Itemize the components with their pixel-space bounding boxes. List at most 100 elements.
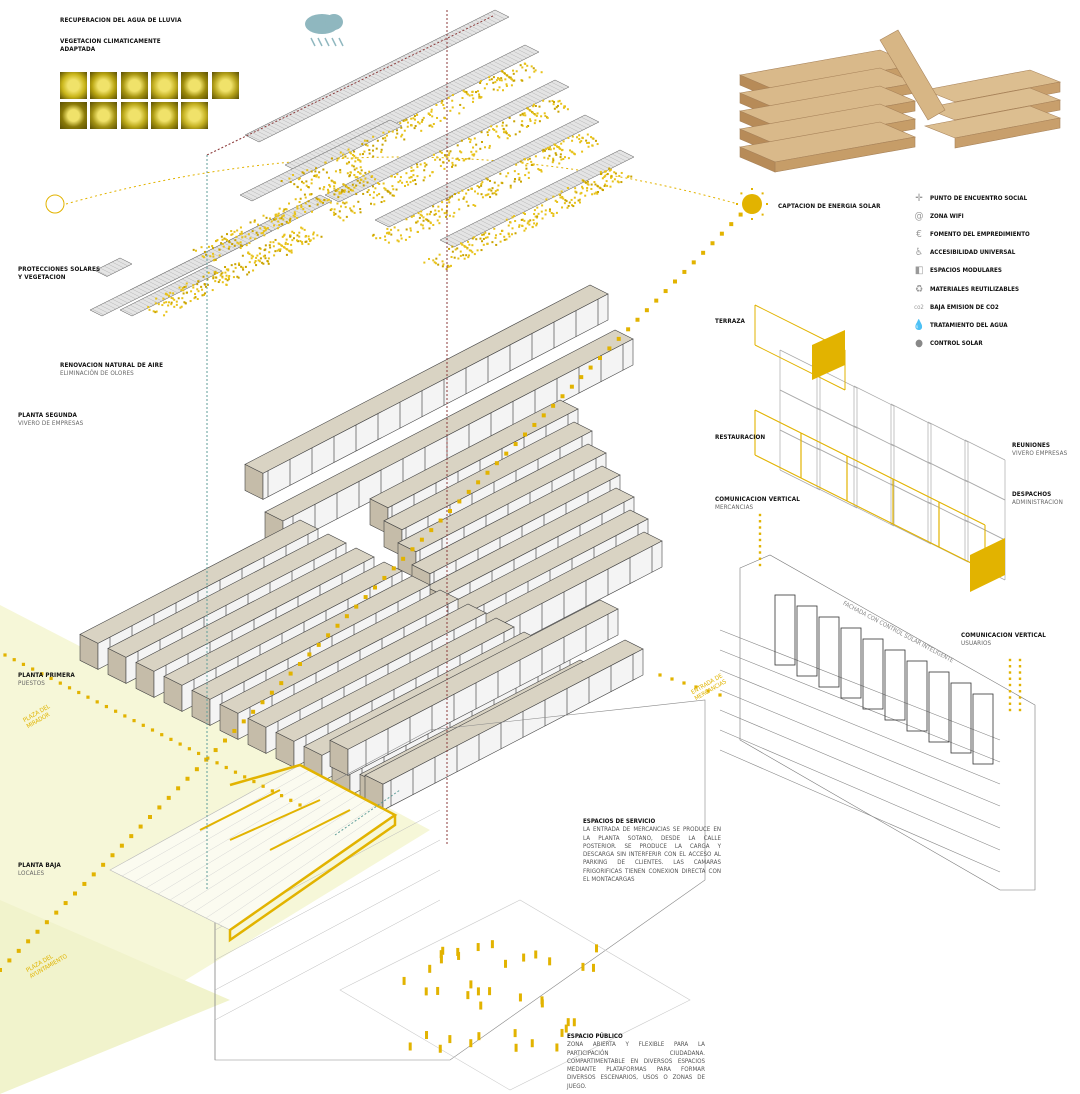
vegetation-dot	[163, 314, 166, 317]
grid-line	[502, 105, 518, 114]
vegetation-dot	[487, 188, 490, 191]
sun-ray	[751, 218, 753, 220]
grid-line	[197, 270, 211, 278]
vegetation-dot	[197, 290, 200, 293]
accent-dotted-path	[476, 480, 481, 485]
vegetation-dot	[457, 198, 460, 201]
vegetation-dot	[560, 102, 563, 105]
vegetation-dot	[306, 169, 309, 172]
vegetation-dot	[334, 189, 337, 192]
vegetation-dot	[172, 292, 175, 295]
rain-drop-icon	[317, 37, 323, 47]
vegetation-dot	[410, 124, 413, 127]
vegetation-dot	[559, 156, 562, 159]
vegetation-dot	[470, 249, 473, 252]
vegetation-dot	[599, 171, 602, 174]
vegetation-dot	[443, 107, 446, 110]
grid-line	[420, 96, 436, 105]
vegetation-dot	[410, 166, 413, 169]
vegetation-dot	[393, 226, 396, 229]
grid-line	[215, 246, 229, 254]
vegetation-dot	[339, 216, 342, 219]
vegetation-dot	[448, 201, 451, 204]
vegetation-dot	[355, 193, 358, 196]
vertical-arrow	[1008, 696, 1012, 699]
vegetation-dot	[389, 192, 392, 195]
vegetation-dot	[184, 285, 187, 288]
accent-dotted-path	[251, 709, 256, 714]
grid-line	[434, 139, 450, 148]
vegetation-dot	[433, 261, 436, 264]
grid-line	[567, 175, 583, 184]
vegetation-dot	[454, 248, 457, 251]
goods-path	[706, 689, 710, 693]
vegetation-dot	[413, 118, 416, 121]
vegetation-dot	[412, 169, 415, 172]
vegetation-dot	[186, 291, 189, 294]
vegetation-dot	[256, 254, 259, 257]
vegetation-dot	[494, 234, 497, 237]
section-slab	[719, 709, 1001, 829]
vegetation-dot	[231, 243, 234, 246]
vegetation-dot	[239, 247, 242, 250]
vegetation-dot	[162, 297, 165, 300]
vegetation-dot	[462, 89, 465, 92]
grid-line	[291, 208, 305, 216]
vegetation-dot	[333, 213, 336, 216]
accent-dotted-path	[279, 794, 284, 798]
vegetation-dot	[362, 174, 365, 177]
accent-dotted-path	[551, 403, 556, 408]
person-figure	[581, 962, 585, 971]
grid-line	[257, 185, 271, 193]
vegetation-dot	[486, 131, 489, 134]
vegetation-dot	[423, 162, 426, 165]
vegetation-dot	[425, 163, 428, 166]
vegetation-dot	[566, 186, 569, 189]
grid-line	[239, 234, 253, 242]
vegetation-dot	[251, 230, 254, 233]
vegetation-dot	[309, 239, 312, 242]
accent-dotted-path	[73, 891, 77, 896]
vegetation-dot	[478, 93, 481, 96]
vegetation-dot	[482, 243, 485, 246]
vegetation-dot	[293, 215, 296, 218]
vegetation-dot	[613, 171, 616, 174]
vegetation-dot	[551, 99, 554, 102]
vegetation-dot	[541, 217, 544, 220]
vegetation-dot	[346, 162, 349, 165]
vegetation-dot	[248, 242, 251, 245]
vegetation-dot	[190, 290, 193, 293]
vegetation-dot	[305, 184, 308, 187]
vegetation-dot	[403, 138, 406, 141]
vegetation-dot	[254, 237, 257, 240]
vegetation-dot	[291, 239, 294, 242]
vegetation-dot	[554, 152, 557, 155]
vegetation-dot	[552, 159, 555, 162]
grid-line	[129, 304, 143, 312]
vegetation-dot	[548, 210, 551, 213]
vegetation-dot	[441, 260, 444, 263]
vegetation-dot	[555, 153, 558, 156]
accent-dotted-path	[382, 575, 387, 580]
vegetation-dot	[239, 232, 242, 235]
grid-line	[179, 264, 193, 272]
grid-line	[438, 37, 454, 46]
vegetation-dot	[423, 261, 426, 264]
vegetation-dot	[384, 136, 387, 139]
grid-line	[511, 203, 527, 212]
grid-line	[392, 110, 408, 119]
grid-line	[346, 83, 362, 92]
vegetation-dot	[267, 262, 270, 265]
grid-line	[554, 79, 570, 88]
vegetation-dot	[310, 178, 313, 181]
vegetation-dot	[296, 216, 299, 219]
platform-lines	[199, 789, 351, 851]
vegetation-dot	[327, 198, 330, 201]
vegetation-dot	[336, 159, 339, 162]
vegetation-dot	[216, 239, 219, 242]
vegetation-dot	[260, 232, 263, 235]
vegetation-dot	[330, 208, 333, 211]
vegetation-dot	[386, 189, 389, 192]
vegetation-dot	[463, 159, 466, 162]
